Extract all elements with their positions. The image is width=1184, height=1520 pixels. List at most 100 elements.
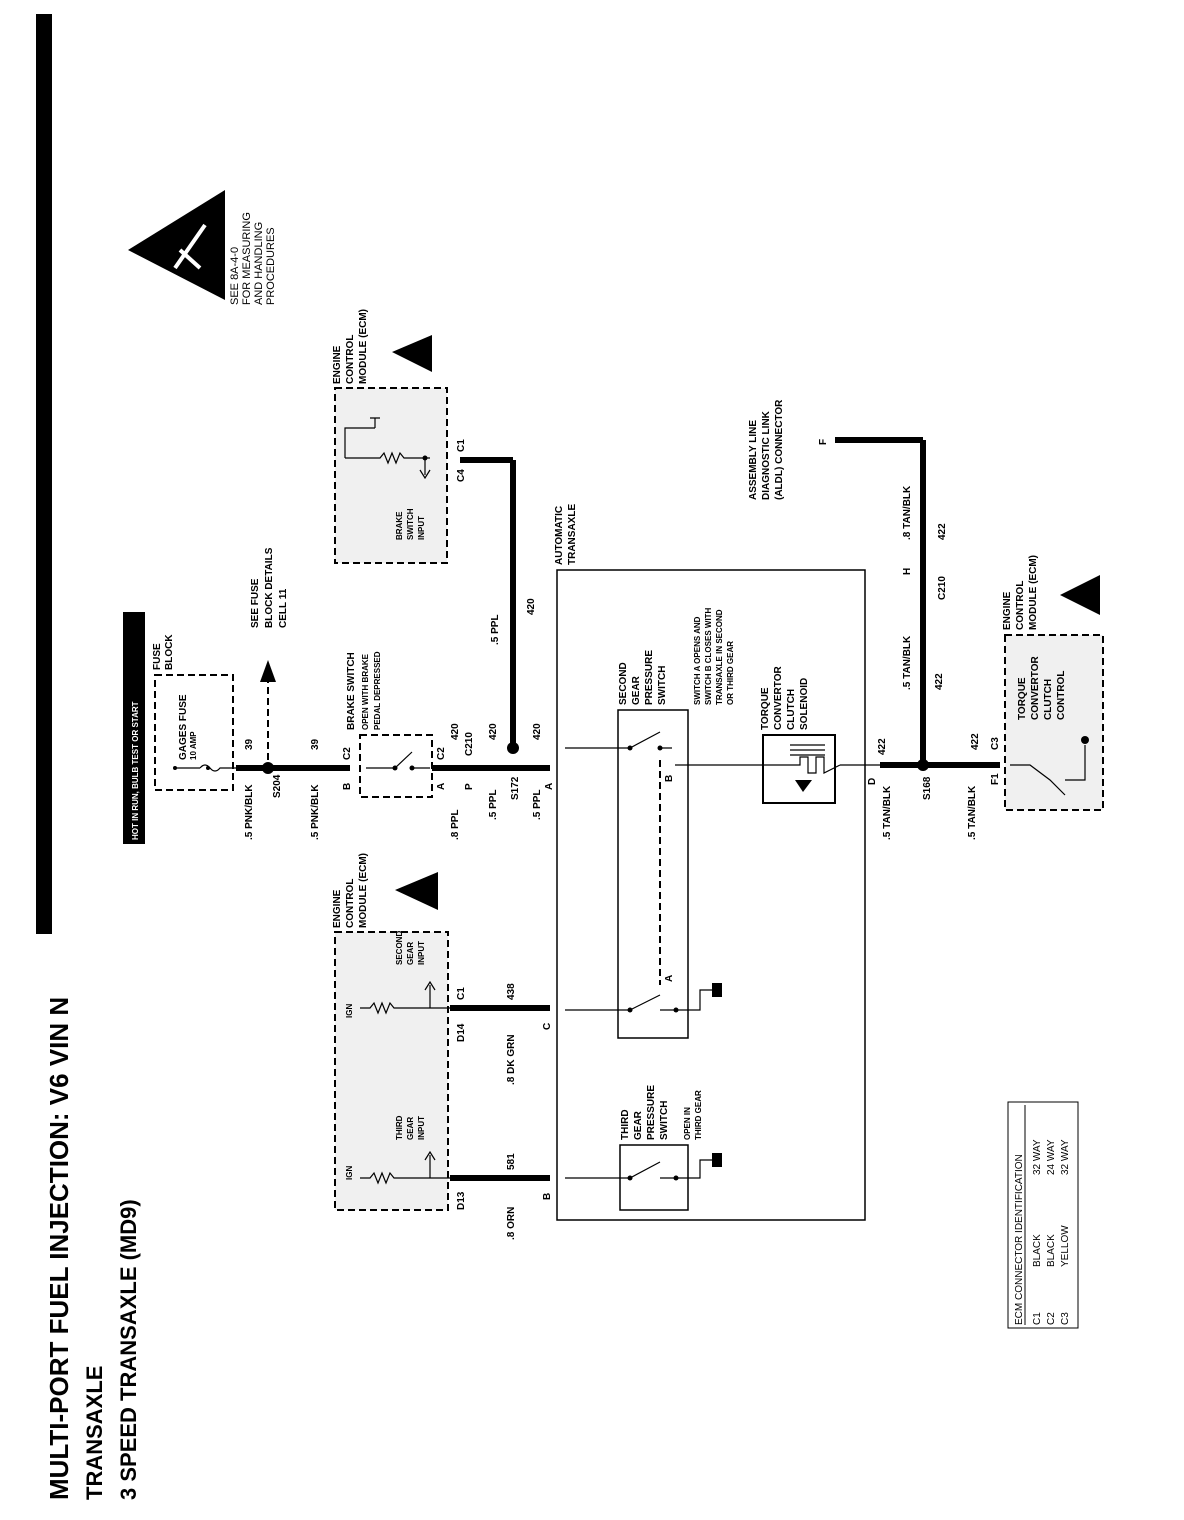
ecm1-label-1: ENGINE: [332, 345, 343, 384]
ecm-row-3-way: 32 WAY: [1060, 1139, 1071, 1175]
fuse-icon: [175, 764, 240, 772]
wire-420a-num: 420: [450, 723, 461, 740]
pin-b-trans: B: [542, 1193, 553, 1200]
wire-422a-num: 422: [877, 738, 888, 755]
page-title: MULTI-PORT FUEL INJECTION: V6 VIN N: [44, 997, 74, 1500]
ecm1-label-2: CONTROL: [345, 335, 356, 384]
third-open-1: OPEN IN: [683, 1107, 692, 1140]
ecm-row-1-conn: C1: [1032, 1312, 1043, 1325]
wire-420a-label: .8 PPL: [450, 809, 461, 840]
wire-420d-num: 420: [526, 598, 537, 615]
pin-a-trans: A: [544, 783, 555, 790]
splice-s204-label: S204: [272, 774, 283, 798]
transaxle-label-2: TRANSAXLE: [567, 504, 578, 565]
wire-581-label: .8 ORN: [506, 1207, 517, 1240]
ecm-table-title: ECM CONNECTOR IDENTIFICATION: [1014, 1154, 1025, 1325]
ecm-module-tcc: [1004, 634, 1104, 811]
ecm3-label-2: CONTROL: [1015, 581, 1026, 630]
connector-c210b: C210: [937, 576, 948, 600]
brake-input-3: INPUT: [417, 516, 426, 540]
tgps-3: PRESSURE: [646, 1085, 657, 1140]
wire-420b-num: 420: [488, 723, 499, 740]
third-input-3: INPUT: [417, 1116, 426, 1140]
wire-420b-label: .5 PPL: [488, 789, 499, 820]
aldl-3: (ALDL) CONNECTOR: [774, 399, 785, 500]
wire-581-num: 581: [506, 1153, 517, 1170]
see-fuse-1: SEE FUSE: [250, 578, 261, 628]
pin-c4-ecm1: C4: [456, 469, 467, 482]
ground-icon-2: [712, 1153, 722, 1167]
pin-f: F: [818, 439, 829, 445]
ground-icon: [712, 983, 722, 997]
wire-438-num: 438: [506, 983, 517, 1000]
esd-note-4: PROCEDURES: [265, 227, 277, 305]
switch-note-2: SWITCH B CLOSES WITH: [704, 607, 713, 705]
page-subtitle-1: TRANSAXLE: [82, 1366, 107, 1500]
sgps-2: GEAR: [631, 675, 642, 705]
pin-d-trans: D: [867, 778, 878, 785]
gages-fuse-label: GAGES FUSE: [178, 694, 189, 760]
see-fuse-2: BLOCK DETAILS: [264, 547, 275, 628]
ecm-row-3-conn: C3: [1060, 1312, 1071, 1325]
brake-input-2: SWITCH: [406, 508, 415, 540]
pin-c1-ecm2: C1: [456, 987, 467, 1000]
splice-s168-label: S168: [922, 776, 933, 800]
tcc-solenoid: [762, 734, 836, 804]
ecm-module-brake: [334, 387, 448, 564]
ecm-module-gear: [334, 931, 449, 1211]
ecm-row-2-color: BLACK: [1046, 1234, 1057, 1267]
pin-f1: F1: [990, 773, 1001, 785]
see-fuse-3: CELL 11: [278, 588, 289, 628]
second-gear-pressure-switch: [617, 709, 689, 1039]
transaxle-label-1: AUTOMATIC: [554, 506, 565, 565]
brake-open-2: PEDAL DEPRESSED: [373, 651, 382, 730]
tgps-2: GEAR: [633, 1110, 644, 1140]
sgps-1: SECOND: [618, 662, 629, 705]
pin-d13: D13: [456, 1191, 467, 1210]
pin-b-brake: B: [342, 783, 353, 790]
ign-label-1: IGN: [345, 1004, 354, 1018]
pin-c1-ecm1: C1: [456, 439, 467, 452]
connector-c210a: C210: [464, 732, 475, 756]
second-input-1: SECOND: [395, 931, 404, 965]
sgps-pin-b: B: [664, 775, 675, 782]
fuse-amp-label: 10 AMP: [189, 731, 198, 760]
esd-note-3: AND HANDLING: [253, 222, 265, 305]
ecm2-label-1: ENGINE: [332, 889, 343, 928]
pin-c2-left: C2: [342, 747, 353, 760]
ecm2-label-3: MODULE (ECM): [358, 853, 369, 928]
second-input-2: GEAR: [406, 942, 415, 965]
hot-in-label: HOT IN RUN, BULB TEST OR START: [131, 701, 140, 840]
sgps-3: PRESSURE: [644, 650, 655, 705]
ecm-connector-table: [1007, 1101, 1079, 1329]
esd-note-2: FOR MEASURING: [241, 212, 253, 305]
pin-h: H: [902, 568, 913, 575]
wire-422-top-num: 422: [937, 523, 948, 540]
wire-438-label: .8 DK GRN: [506, 1034, 517, 1085]
tcc-3: CLUTCH: [786, 689, 797, 730]
brake-switch-label: BRAKE SWITCH: [346, 652, 357, 730]
wire-422d-num: 422: [970, 733, 981, 750]
switch-note-4: OR THIRD GEAR: [726, 641, 735, 705]
diode-icon: [795, 780, 812, 792]
fuse-block-label-1: FUSE: [152, 643, 163, 670]
wire-422a-label: .8 TAN/BLK: [902, 485, 913, 540]
ecm-row-2-conn: C2: [1046, 1312, 1057, 1325]
pin-p: P: [464, 783, 475, 790]
header-bar: [36, 14, 52, 934]
ecm-row-2-way: 24 WAY: [1046, 1139, 1057, 1175]
fuse-block-label-2: BLOCK: [164, 634, 175, 670]
tgps-4: SWITCH: [659, 1101, 670, 1140]
ecm3-label-3: MODULE (ECM): [1028, 555, 1039, 630]
third-input-1: THIRD: [395, 1115, 404, 1140]
wire-39a-label: .5 PNK/BLK: [244, 784, 255, 840]
tcc-4: SOLENOID: [799, 678, 810, 730]
tcc-control-4: CONTROL: [1056, 671, 1067, 720]
ecm-row-1-way: 32 WAY: [1032, 1139, 1043, 1175]
wire-39a-num: 39: [244, 738, 255, 750]
ecm-row-1-color: BLACK: [1032, 1234, 1043, 1267]
switch-note-3: TRANSAXLE IN SECOND: [715, 609, 724, 705]
wire-420c-num: 420: [532, 723, 543, 740]
sgps-pin-a: A: [664, 975, 675, 982]
